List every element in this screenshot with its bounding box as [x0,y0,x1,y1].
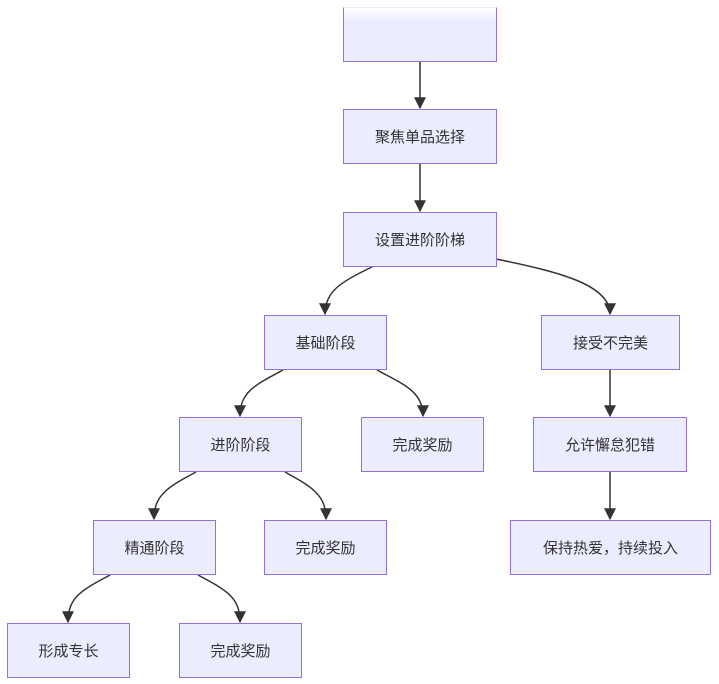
edge-advanced-master [148,471,197,521]
node-keep: 保持热爱，持续投入 [510,520,711,575]
node-advanced: 进阶阶段 [179,417,302,472]
node-reward3: 完成奖励 [179,623,302,678]
edge-basic-advanced [234,369,284,418]
node-expertise: 形成专长 [7,623,130,678]
node-allow: 允许懈怠犯错 [533,417,687,472]
edge-basic-reward1 [376,369,429,418]
node-focus: 聚焦单品选择 [343,109,497,164]
node-ladder: 设置进阶阶梯 [343,212,497,267]
edge-ladder-basic [319,266,373,316]
node-start [343,7,497,62]
edge-advanced-reward2 [284,471,332,521]
edge-master-reward3 [197,574,246,624]
node-master: 精通阶段 [93,520,216,575]
node-basic: 基础阶段 [264,315,387,370]
node-accept: 接受不完美 [541,315,680,370]
node-reward1: 完成奖励 [361,417,484,472]
edge-ladder-accept [495,258,616,316]
node-reward2: 完成奖励 [264,520,387,575]
edge-master-expertise [62,574,111,624]
